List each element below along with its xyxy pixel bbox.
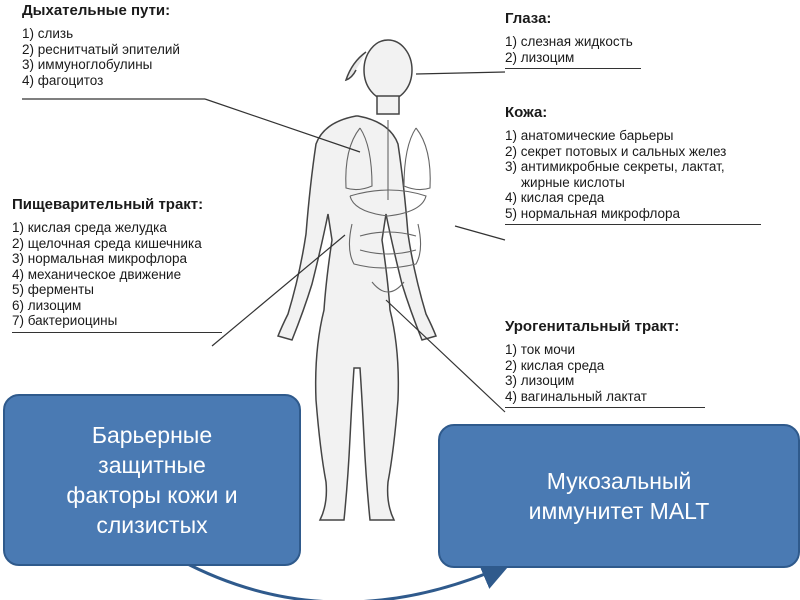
skin-block: Кожа: 1) анатомические барьеры 2) секрет…: [505, 104, 800, 225]
skin-divider: [505, 224, 761, 225]
urogenital-tract-title: Урогенитальный тракт:: [505, 318, 680, 335]
respiratory-tract-title: Дыхательные пути:: [22, 2, 171, 19]
digestive-item: 7) бактериоцины: [12, 313, 118, 328]
respiratory-item: 4) фагоцитоз: [22, 72, 104, 88]
respiratory-tract-block: Дыхательные пути: 1) слизь 2) реснитчаты…: [22, 2, 262, 88]
skin-item: 4) кислая среда: [505, 190, 605, 205]
digestive-item: 2) щелочная среда кишечника: [12, 235, 202, 251]
respiratory-item: 3) иммуноглобулины: [22, 57, 153, 72]
digestive-item: 4) механическое движение: [12, 266, 182, 282]
digestive-item: 5) ферменты: [12, 282, 95, 297]
eyes-divider: [505, 68, 641, 69]
human-body-figure: [276, 39, 438, 521]
barrier-factors-box: Барьерные защитные факторы кожи и слизис…: [3, 394, 301, 566]
malt-immunity-box: Мукозальный иммунитет MALT: [438, 424, 800, 568]
internal-organs: [345, 120, 431, 293]
digestive-item: 1) кислая среда желудка: [12, 220, 167, 235]
skin-item: 3) антимикробные секреты, лактат,: [505, 159, 725, 174]
eyes-item: 2) лизоцим: [505, 49, 575, 65]
skin-item: 1) анатомические барьеры: [505, 128, 674, 143]
digestive-tract-block: Пищеварительный тракт: 1) кислая среда ж…: [12, 196, 282, 333]
eyes-block: Глаза: 1) слезная жидкость 2) лизоцим: [505, 10, 645, 69]
digestive-divider: [12, 331, 222, 333]
skin-item: 2) секрет потовых и сальных желез: [505, 143, 727, 159]
urogenital-item: 2) кислая среда: [505, 357, 605, 373]
urogenital-item: 3) лизоцим: [505, 373, 575, 388]
malt-immunity-label: Мукозальный иммунитет MALT: [528, 468, 710, 524]
eyes-title: Глаза:: [505, 10, 552, 27]
skin-item: 5) нормальная микрофлора: [505, 205, 681, 221]
mucosal-link-arrow: [179, 558, 512, 600]
urogenital-item: 1) ток мочи: [505, 342, 576, 357]
barrier-factors-label: Барьерные защитные факторы кожи и слизис…: [66, 422, 238, 538]
digestive-item: 3) нормальная микрофлора: [12, 251, 188, 266]
respiratory-item: 1) слизь: [22, 26, 74, 41]
urogenital-divider: [505, 407, 705, 408]
eyes-item: 1) слезная жидкость: [505, 34, 633, 49]
urogenital-tract-block: Урогенитальный тракт: 1) ток мочи 2) кис…: [505, 318, 755, 408]
skin-item: жирные кислоты: [521, 174, 625, 190]
digestive-tract-title: Пищеварительный тракт:: [12, 196, 204, 213]
digestive-item: 6) лизоцим: [12, 297, 82, 313]
urogenital-item: 4) вагинальный лактат: [505, 388, 647, 404]
respiratory-item: 2) реснитчатый эпителий: [22, 41, 180, 57]
skin-title: Кожа:: [505, 104, 548, 121]
connector-lines: [22, 71, 506, 413]
